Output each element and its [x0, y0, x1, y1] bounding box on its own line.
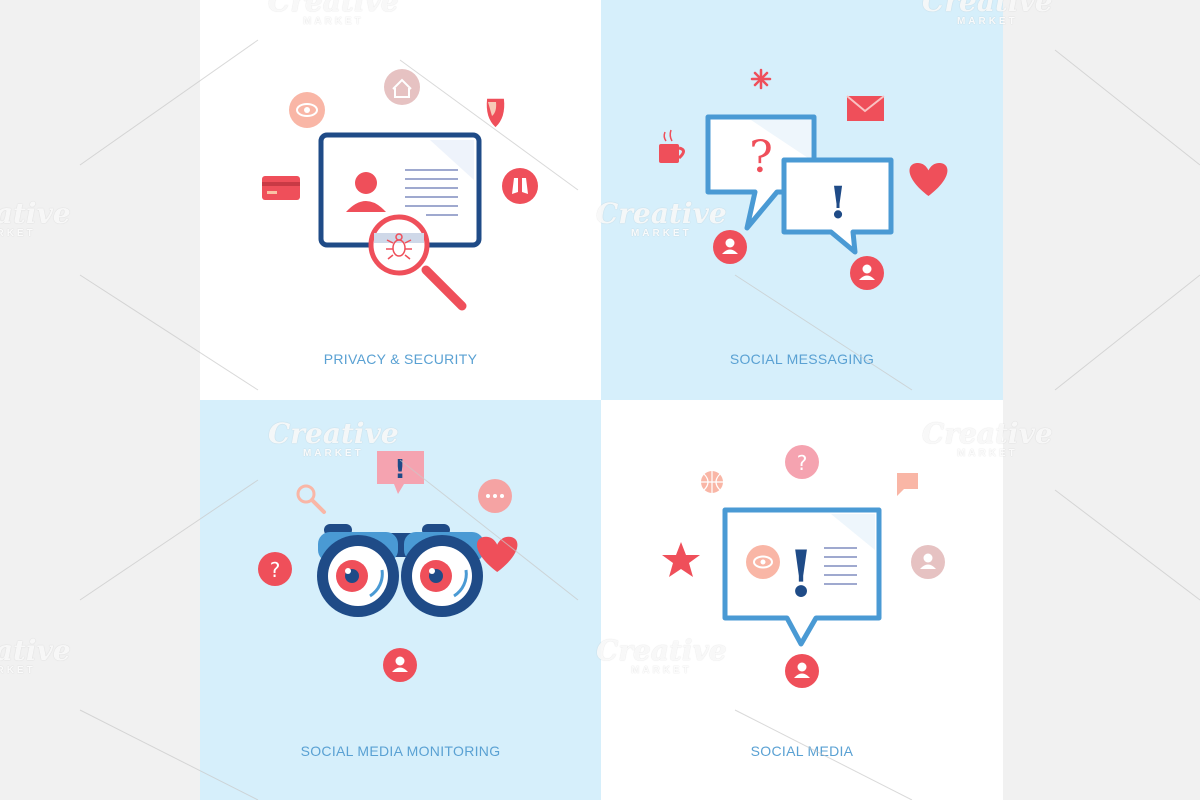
monitoring-illustration: ! ?: [258, 451, 518, 682]
shield-icon: [486, 98, 505, 128]
user-icon: [850, 256, 884, 290]
bug-icon: [386, 233, 412, 260]
chat-dots-icon: [478, 479, 512, 513]
eye-icon: [289, 92, 325, 128]
credit-card-icon: [262, 176, 300, 200]
alert-bubble-icon: !: [377, 451, 424, 494]
user-icon: [346, 172, 386, 212]
panel-social-media-monitoring: ! ?: [200, 400, 601, 800]
user-icon: [713, 230, 747, 264]
user-icon: [383, 648, 417, 682]
privacy-illustration: [262, 69, 538, 311]
home-icon: [384, 69, 420, 105]
question-glyph: ?: [749, 132, 773, 183]
magnifier-icon: [296, 484, 326, 514]
question-icon: ?: [785, 445, 819, 479]
caption-privacy-security: PRIVACY & SECURITY: [323, 351, 478, 367]
alert-bubble-icon: !: [722, 507, 882, 647]
caption-social-messaging: SOCIAL MESSAGING: [729, 351, 875, 367]
envelope-icon: [846, 95, 885, 121]
illustration-grid: PRIVACY & SECURITY ?: [200, 0, 1003, 800]
social-media-illustration: ?: [662, 445, 945, 688]
panel-social-messaging: ? ! SOCIAL MESSAGING: [601, 0, 1003, 400]
eye-icon: [746, 545, 780, 579]
question-glyph: ?: [797, 451, 808, 475]
basketball-icon: [701, 471, 723, 493]
magnifier-icon: [368, 214, 467, 311]
question-icon: ?: [258, 552, 292, 586]
messaging-illustration: ? !: [659, 68, 948, 290]
user-icon: [911, 545, 945, 579]
left-margin: [0, 0, 200, 800]
heart-icon: [476, 536, 518, 572]
caption-social-media-monitoring: SOCIAL MEDIA MONITORING: [300, 743, 501, 759]
caption-social-media: SOCIAL MEDIA: [750, 743, 854, 759]
heart-icon: [909, 163, 948, 196]
message-icon: [897, 473, 918, 496]
alert-glyph: !: [394, 455, 406, 485]
panel-privacy-security: PRIVACY & SECURITY: [200, 0, 601, 400]
user-icon: [785, 654, 819, 688]
exclamation-glyph: !: [828, 178, 847, 229]
exclamation-glyph: !: [787, 537, 815, 612]
right-margin: [1003, 0, 1200, 800]
question-bubble-icon: ?: [705, 114, 817, 231]
binoculars-icon: [317, 524, 484, 617]
binoculars-icon: [502, 168, 538, 204]
star-icon: [662, 542, 700, 577]
question-glyph: ?: [270, 558, 281, 582]
asterisk-icon: [750, 68, 772, 90]
panel-social-media: ?: [601, 400, 1003, 800]
exclamation-bubble-icon: !: [781, 157, 894, 255]
coffee-cup-icon: [659, 129, 685, 163]
